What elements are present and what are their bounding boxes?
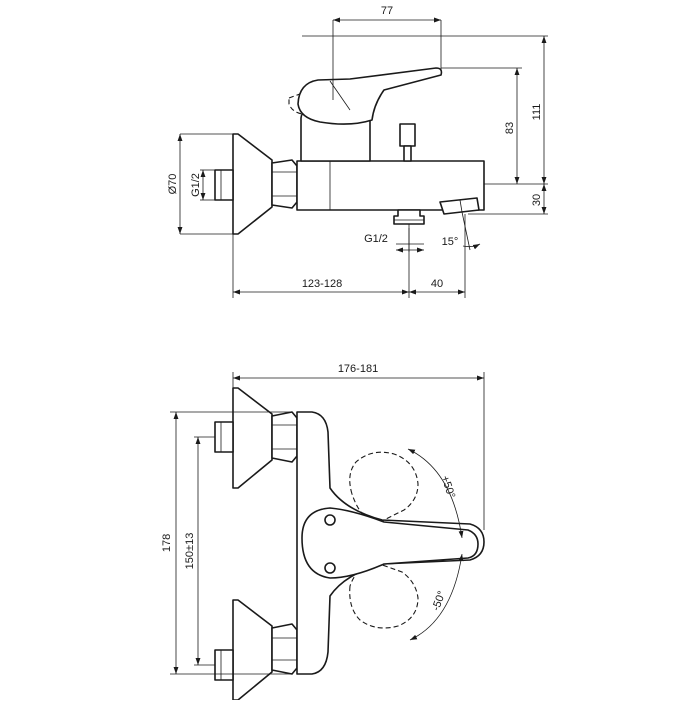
ext-line-spout-angle xyxy=(461,211,471,251)
handle-marker-top xyxy=(324,514,336,526)
label-77: 77 xyxy=(381,5,393,17)
dim-arc-15 xyxy=(462,243,481,250)
handle-marker-bottom xyxy=(324,562,336,574)
diverter-knob xyxy=(399,123,416,147)
label-178: 178 xyxy=(161,534,173,552)
handle-top xyxy=(301,507,479,579)
inlet-connector xyxy=(214,169,234,201)
bottom-outlet xyxy=(393,209,425,225)
rosette-bottom xyxy=(232,599,273,701)
label-176-181: 176-181 xyxy=(338,363,378,375)
top-view: 176-181 178 150±13 +50° -50° xyxy=(161,363,485,701)
spout xyxy=(439,197,480,215)
side-view: 77 111 83 30 Ø70 G1/2 G1/2 15° 123-128 4… xyxy=(167,5,548,298)
label-minus50: -50° xyxy=(430,589,448,612)
wall-rosette xyxy=(232,133,273,235)
rosette-top xyxy=(232,387,273,489)
arc-minus50 xyxy=(409,553,464,641)
inlet-connector-top xyxy=(214,421,234,453)
arc-plus50 xyxy=(407,448,464,539)
inlet-connector-bottom xyxy=(214,649,234,681)
label-83: 83 xyxy=(504,122,516,134)
union-nut-bottom xyxy=(271,623,298,675)
union-nut xyxy=(271,159,298,209)
label-40: 40 xyxy=(431,278,443,290)
mixer-handle xyxy=(297,67,443,125)
label-111: 111 xyxy=(531,104,543,121)
diverter-stem xyxy=(403,145,412,162)
label-123-128: 123-128 xyxy=(302,278,342,290)
label-150-13: 150±13 xyxy=(184,533,196,570)
label-15-deg: 15° xyxy=(442,236,459,248)
label-g12-inlet: G1/2 xyxy=(190,173,202,197)
label-d70: Ø70 xyxy=(167,174,179,195)
union-nut-top xyxy=(271,411,298,463)
label-g12-outlet: G1/2 xyxy=(364,233,388,245)
label-plus50: +50° xyxy=(439,474,458,500)
label-30: 30 xyxy=(531,194,543,206)
spout-aerator-line xyxy=(459,199,463,213)
